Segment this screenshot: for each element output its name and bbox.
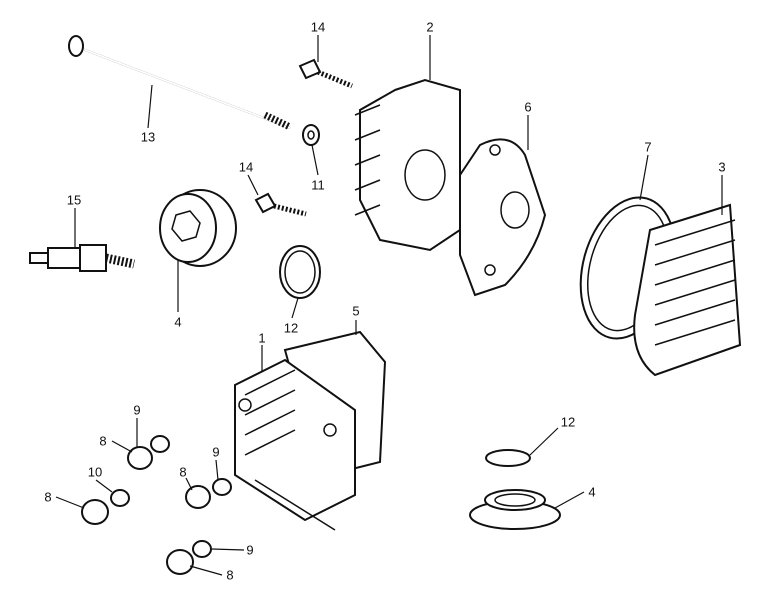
- leader-lines: [55, 35, 723, 576]
- part-spark-plug: [29, 244, 135, 272]
- callout-8: 8: [99, 433, 107, 449]
- callout-3: 3: [718, 159, 726, 175]
- callout-14: 14: [310, 19, 326, 35]
- callout-6: 6: [524, 99, 532, 115]
- callout-15: 15: [66, 192, 82, 208]
- part-cam-holder-2: [354, 78, 461, 252]
- part-cylinder-head-1: [234, 358, 356, 531]
- part-bolt-14-mid: [254, 192, 307, 217]
- callout-7: 7: [644, 139, 652, 155]
- part-bolt-14-top: [298, 58, 353, 89]
- callout-4: 4: [174, 314, 182, 330]
- callout-9: 9: [246, 542, 254, 558]
- part-cap-4: [159, 189, 237, 267]
- callout-10: 10: [87, 464, 103, 480]
- part-oring-12-lower: [485, 449, 531, 467]
- part-nuts-washers: [81, 435, 232, 575]
- callout-11: 11: [311, 177, 325, 193]
- callout-5: 5: [352, 303, 360, 319]
- part-washer-11: [302, 124, 320, 146]
- part-stud-bolt: [68, 35, 292, 131]
- part-cylinder-3: [633, 203, 742, 377]
- callout-12: 12: [283, 320, 299, 336]
- part-oring-12: [279, 245, 321, 299]
- callout-9: 9: [212, 444, 220, 460]
- callout-9: 9: [133, 402, 141, 418]
- callout-8: 8: [226, 567, 234, 583]
- callout-12: 12: [560, 414, 576, 430]
- part-gasket-6: [459, 138, 547, 297]
- callout-1: 1: [258, 330, 266, 346]
- callout-8: 8: [44, 489, 52, 505]
- callout-13: 13: [140, 129, 156, 145]
- callout-4: 4: [588, 484, 596, 500]
- callout-2: 2: [426, 19, 434, 35]
- callout-8: 8: [179, 464, 187, 480]
- callout-14: 14: [238, 159, 254, 175]
- part-cap-4-lower: [469, 489, 561, 530]
